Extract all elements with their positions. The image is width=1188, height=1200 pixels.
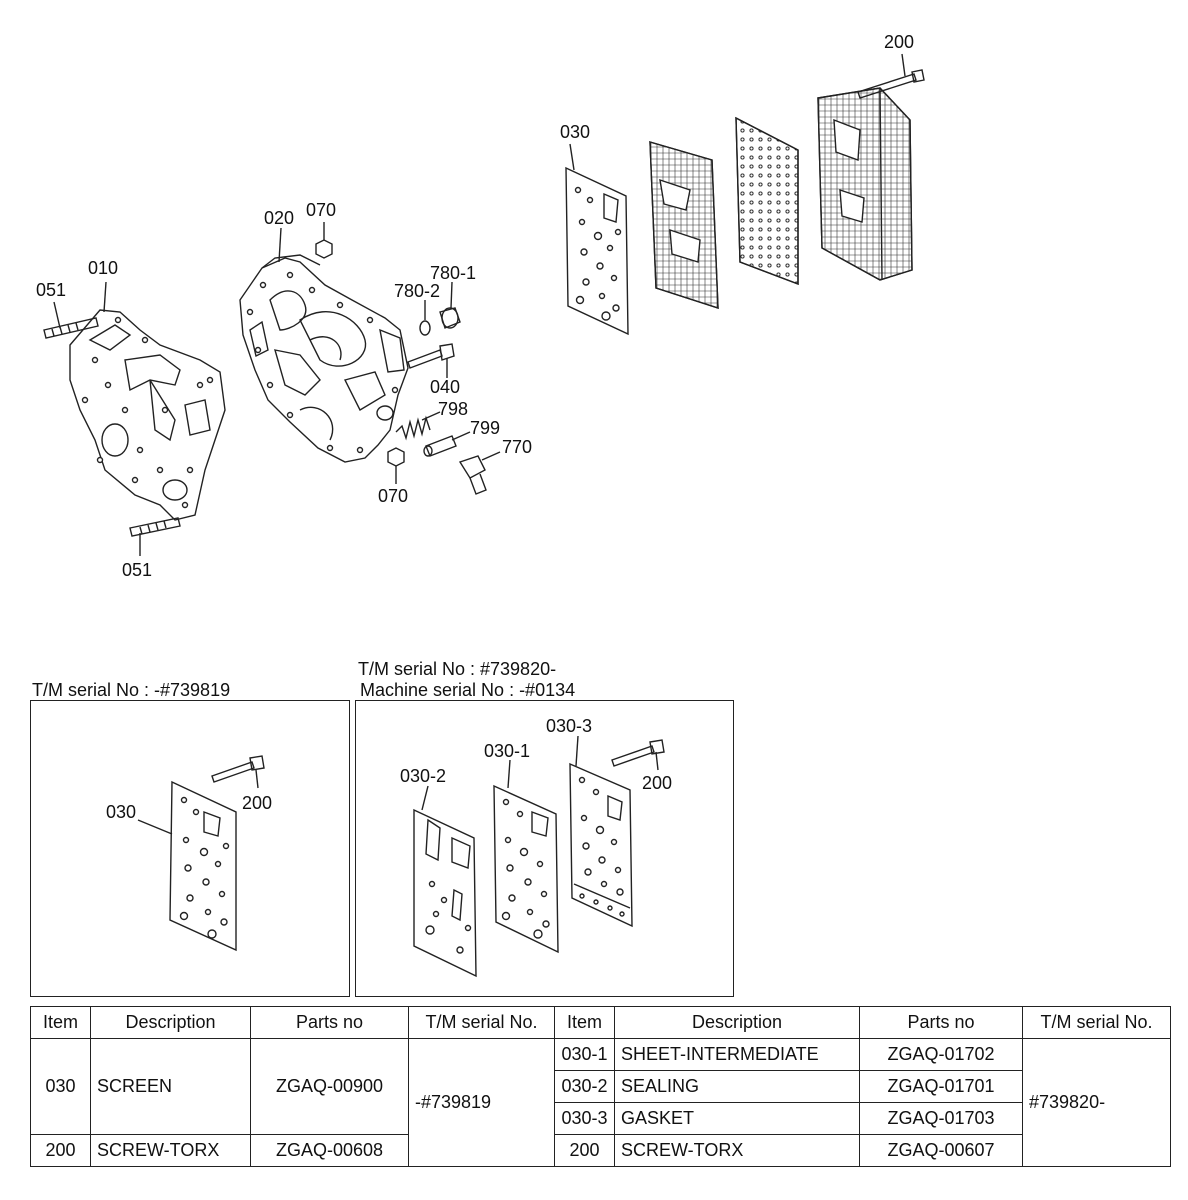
callout-070-top: 070 (306, 200, 337, 220)
callout-030-top: 030 (560, 122, 591, 142)
header-item-2: Item (554, 1006, 615, 1039)
callout-010: 010 (88, 258, 119, 278)
spring-798 (395, 411, 441, 441)
parts-table: Item Description Parts no T/M serial No.… (30, 1006, 1171, 1167)
left-item-cell: 030 (30, 1038, 91, 1135)
callout-070-bottom: 070 (378, 486, 409, 506)
callout-798: 798 (438, 399, 469, 419)
left-parts-no-cell: ZGAQ-00608 (250, 1134, 409, 1167)
table-row: 030 SCREEN ZGAQ-00900 -#739819 030-1 SHE… (30, 1038, 1171, 1167)
screen-plate-030-top (565, 143, 629, 336)
callout-020: 020 (264, 208, 295, 228)
left-serial-cell: -#739819 (408, 1038, 555, 1167)
left-item-cell: 200 (30, 1134, 91, 1167)
header-parts-no-2: Parts no (859, 1006, 1023, 1039)
bolt-040 (407, 343, 455, 378)
header-tm-serial: T/M serial No. (408, 1006, 555, 1039)
screen-plate-030-left (137, 780, 237, 952)
nut-070-top (315, 222, 333, 259)
right-parts-no-cell: ZGAQ-01703 (859, 1102, 1023, 1135)
right-serial-cell: #739820- (1022, 1038, 1171, 1167)
table-row: 200 SCREW-TORX ZGAQ-00608 200 SCREW-TORX… (30, 1134, 1171, 1167)
plate-010 (69, 281, 226, 521)
screw-200-right (611, 739, 665, 771)
callout-051-top: 051 (36, 280, 67, 300)
stud-051-bottom (129, 517, 181, 556)
sealing-plate-030-2 (413, 785, 477, 978)
nut-070-bottom (387, 447, 405, 484)
right-parts-no-cell: ZGAQ-01701 (859, 1070, 1023, 1103)
valve-body (817, 87, 913, 281)
callout-200-right: 200 (642, 773, 673, 793)
gasket-plate (735, 116, 799, 286)
callout-200-left: 200 (242, 793, 273, 813)
right-item-cell: 200 (554, 1134, 615, 1167)
intermediate-plate (649, 141, 719, 309)
callout-040: 040 (430, 377, 461, 397)
washer-780-2 (419, 300, 431, 336)
right-parts-no-cell: ZGAQ-01702 (859, 1038, 1023, 1071)
plug-780-1 (439, 281, 461, 329)
table-row: 030-2 SEALING ZGAQ-01701 (31, 1070, 1171, 1103)
callout-770: 770 (502, 437, 533, 457)
callout-051-bottom: 051 (122, 560, 153, 580)
callout-030-left: 030 (106, 802, 137, 822)
serial-note-right-line2: Machine serial No : -#0134 (360, 680, 576, 700)
callout-200-top: 200 (884, 32, 915, 52)
callout-780-2: 780-2 (394, 281, 441, 301)
right-item-cell: 030-1 (554, 1038, 615, 1071)
variant-box-right (355, 700, 734, 997)
left-parts-no-cell: ZGAQ-00900 (250, 1038, 409, 1135)
callout-030-2: 030-2 (400, 766, 447, 786)
stud-051-top (43, 301, 99, 339)
header-item: Item (30, 1006, 91, 1039)
header-tm-serial-2: T/M serial No. (1022, 1006, 1171, 1039)
header-parts-no: Parts no (250, 1006, 409, 1039)
left-description-cell: SCREW-TORX (90, 1134, 251, 1167)
valve-799 (423, 431, 471, 457)
sheet-intermediate-030-1 (493, 759, 559, 954)
gasket-030-3 (569, 735, 633, 928)
right-description-cell: GASKET (614, 1102, 860, 1135)
screw-200-top (857, 53, 925, 99)
serial-note-right-line1: T/M serial No : #739820- (358, 659, 557, 679)
table-header-row: Item Description Parts no T/M serial No.… (30, 1006, 1171, 1039)
header-description: Description (90, 1006, 251, 1039)
callout-030-3: 030-3 (546, 716, 593, 736)
right-item-cell: 030-3 (554, 1102, 615, 1135)
right-description-cell: SEALING (614, 1070, 860, 1103)
callout-799: 799 (470, 418, 501, 438)
right-description-cell: SCREW-TORX (614, 1134, 860, 1167)
callout-030-1: 030-1 (484, 741, 531, 761)
serial-note-left: T/M serial No : -#739819 (32, 680, 231, 700)
exploded-parts-diagram (43, 53, 925, 978)
plug-770 (458, 451, 501, 495)
screw-200-left (211, 755, 265, 789)
right-item-cell: 030-2 (554, 1070, 615, 1103)
housing-020 (239, 227, 409, 463)
callout-780-1: 780-1 (430, 263, 477, 283)
left-description-cell: SCREEN (90, 1038, 251, 1135)
right-description-cell: SHEET-INTERMEDIATE (614, 1038, 860, 1071)
right-parts-no-cell: ZGAQ-00607 (859, 1134, 1023, 1167)
variant-box-left (30, 700, 350, 997)
table-row: 030-3 GASKET ZGAQ-01703 (31, 1102, 1171, 1135)
header-description-2: Description (614, 1006, 860, 1039)
